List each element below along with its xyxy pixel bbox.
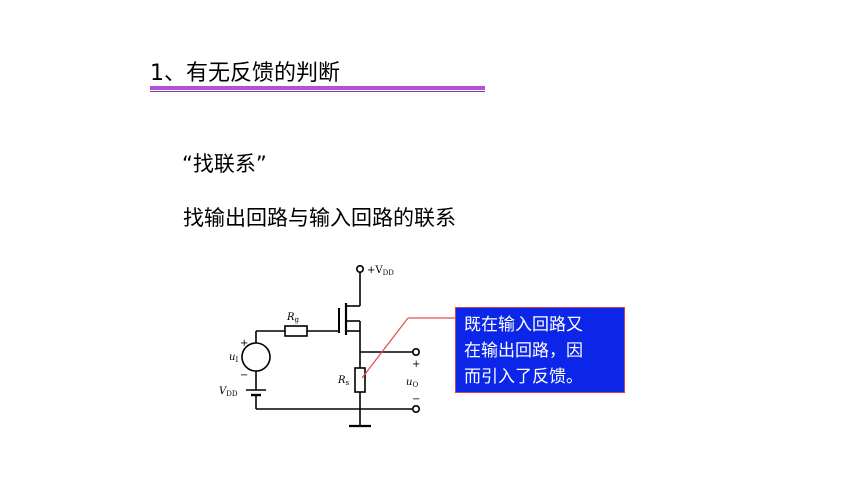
rg-resistor [284,325,308,337]
title-underline-thin [150,91,485,92]
ui-minus: − [240,370,248,381]
rs-resistor [354,367,366,393]
vdd-left-label: VDD [219,386,238,398]
output-terminal-top [411,347,420,356]
title-underline [150,86,485,93]
rg-label: Rg [286,312,300,324]
uo-plus: + [412,359,420,370]
callout-leader [361,317,409,379]
callout-line-1: 既在输入回路又 [464,315,583,335]
vdd-top-label: +VDD [367,265,394,277]
output-terminal-bottom [411,404,420,413]
uo-label: uO [406,377,418,389]
callout-line-3: 而引入了反馈。 [464,367,583,387]
callout-box: 既在输入回路又 在输出回路，因 而引入了反馈。 [455,307,625,393]
slide-title: 1、有无反馈的判断 [150,61,340,86]
ui-plus: + [240,338,248,349]
ui-label: uI [229,352,238,364]
title-underline-thick [150,86,485,90]
quote-text: “找联系” [182,152,267,176]
vdd-terminal [355,264,364,273]
uo-minus: − [412,394,420,405]
subtitle-text: 找输出回路与输入回路的联系 [183,206,456,230]
rs-label: Rs [337,375,350,387]
callout-line-2: 在输出回路，因 [464,341,583,361]
